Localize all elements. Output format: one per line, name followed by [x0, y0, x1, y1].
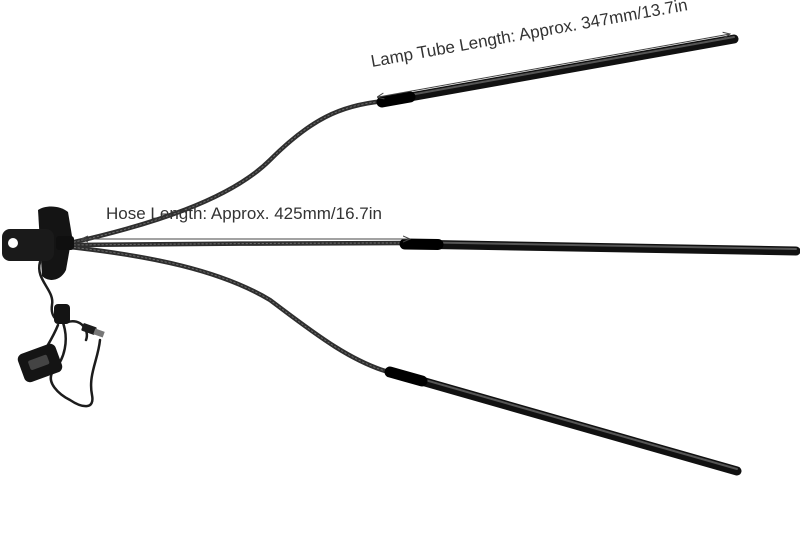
clamp-icon	[2, 206, 74, 280]
cable-joint	[54, 304, 70, 324]
inline-switch-icon	[17, 343, 63, 383]
usb-plug-icon	[81, 323, 105, 338]
gooseneck-hoses	[67, 98, 413, 376]
dimension-lines	[82, 34, 730, 239]
hose-lower	[67, 244, 395, 376]
lamp-tube-lower	[385, 367, 742, 476]
hose-length-label: Hose Length: Approx. 425mm/16.7in	[106, 204, 382, 223]
lamp-tube-length-label: Lamp Tube Length: Approx. 347mm/13.7in	[369, 0, 689, 71]
lamp-tubes	[376, 34, 800, 476]
cable-icon	[37, 260, 102, 408]
lamp-tube-middle	[400, 239, 800, 256]
lamp-tube-dimension-line	[378, 34, 730, 97]
